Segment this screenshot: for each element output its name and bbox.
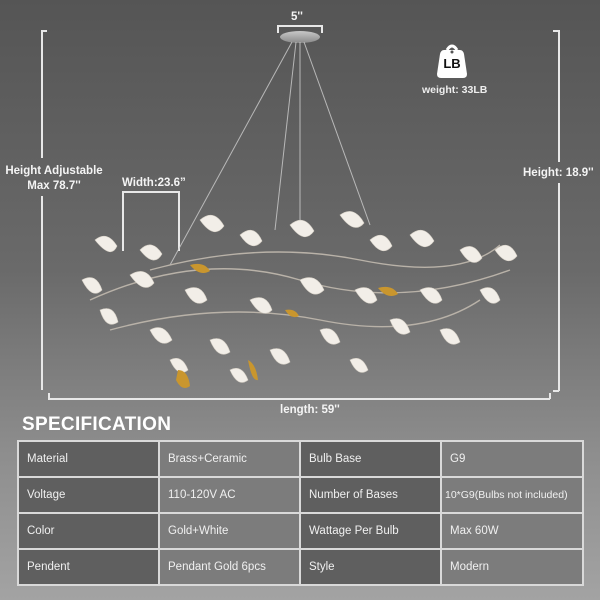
weight-icon: LB [436, 42, 468, 79]
height-line-bottom [558, 183, 560, 391]
height-adjustable-line-bottom [41, 196, 43, 390]
table-row: Material Brass+Ceramic Bulb Base G9 [17, 440, 584, 478]
spec-key: Color [17, 512, 160, 550]
table-row: Color Gold+White Wattage Per Bulb Max 60… [17, 512, 584, 550]
spec-key: Wattage Per Bulb [299, 512, 442, 550]
height-adjustable-line-top [41, 30, 43, 158]
height-label: Height: 18.9'' [523, 167, 594, 179]
spec-value: Gold+White [158, 512, 301, 550]
spec-key: Style [299, 548, 442, 586]
length-tick-right [549, 393, 551, 399]
table-row: Pendent Pendant Gold 6pcs Style Modern [17, 548, 584, 586]
length-label: length: 59'' [280, 404, 340, 416]
specification-table: Material Brass+Ceramic Bulb Base G9 Volt… [17, 440, 584, 586]
table-row: Voltage 110-120V AC Number of Bases 10*G… [17, 476, 584, 514]
width-bracket [122, 191, 180, 251]
length-tick-left [48, 393, 50, 399]
spec-value: Modern [440, 548, 584, 586]
spec-key: Bulb Base [299, 440, 442, 478]
spec-key: Number of Bases [299, 476, 442, 514]
width-label: Width:23.6” [122, 177, 186, 189]
height-line-top [558, 30, 560, 162]
height-adjustable-text: Height Adjustable [5, 165, 103, 177]
spec-key: Material [17, 440, 160, 478]
specification-title: SPECIFICATION [22, 414, 172, 435]
weight-icon-text: LB [443, 56, 461, 71]
height-max-text: Max 78.7'' [27, 180, 81, 192]
length-line [48, 398, 550, 400]
ceiling-canopy [280, 31, 320, 43]
canopy-width-label: 5'' [291, 11, 303, 23]
spec-key: Voltage [17, 476, 160, 514]
spec-value: 10*G9(Bulbs not included) [440, 476, 584, 514]
height-adjustable-label: Height Adjustable Max 78.7'' [5, 164, 103, 194]
spec-value: Brass+Ceramic [158, 440, 301, 478]
chandelier-image [81, 41, 518, 388]
canopy-width-bracket [277, 25, 323, 33]
height-adjustable-tick-top [41, 30, 47, 32]
spec-value: Pendant Gold 6pcs [158, 548, 301, 586]
spec-value: 110-120V AC [158, 476, 301, 514]
weight-label: weight: 33LB [422, 84, 488, 96]
spec-key: Pendent [17, 548, 160, 586]
spec-value: G9 [440, 440, 584, 478]
spec-value: Max 60W [440, 512, 584, 550]
height-tick-top [553, 30, 559, 32]
height-tick-bottom [553, 390, 559, 392]
